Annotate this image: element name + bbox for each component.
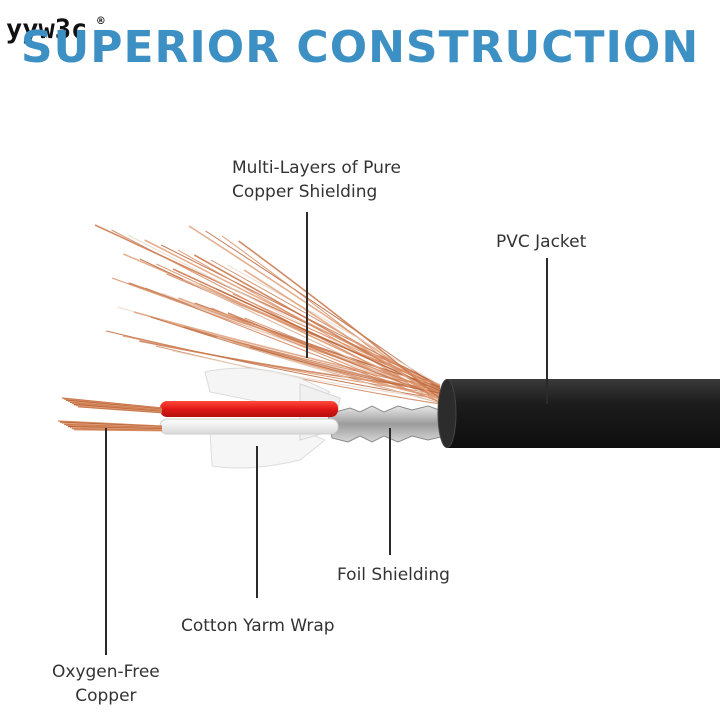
shielding-strand	[232, 293, 441, 387]
copper-filament	[69, 401, 163, 411]
leader-lines	[105, 212, 548, 655]
foil-shielding	[327, 405, 446, 443]
copper-filament	[67, 425, 163, 430]
label-oxygen-free-copper: Oxygen-Free Copper	[52, 662, 160, 706]
copper-filament	[67, 400, 163, 411]
shielding-strand	[244, 317, 441, 393]
shielding-strand	[199, 283, 441, 397]
white-conductor	[159, 418, 339, 435]
copper-filament	[65, 424, 163, 429]
pvc-jacket	[439, 379, 720, 448]
shielding-strand	[238, 240, 441, 400]
page-title: SUPERIOR CONSTRUCTION	[20, 22, 700, 73]
copper-filament	[71, 402, 163, 412]
copper-shielding-strands	[94, 224, 441, 405]
label-copper-shielding: Multi-Layers of Pure Copper Shielding	[232, 158, 401, 202]
copper-filament	[69, 427, 163, 431]
label-pvc-jacket: PVC Jacket	[496, 232, 587, 252]
copper-filament	[73, 404, 163, 413]
copper-filament	[63, 423, 163, 429]
copper-filament	[75, 405, 163, 413]
shielding-strand	[221, 235, 441, 405]
brand-logo: yyw3c ®	[6, 14, 105, 45]
copper-filament	[61, 397, 163, 409]
shielding-strand	[94, 224, 441, 386]
copper-filament	[77, 406, 163, 414]
shielding-strand	[243, 269, 441, 401]
shielding-strand	[249, 346, 441, 394]
brand-name: yyw3c	[6, 14, 88, 45]
copper-filament	[73, 429, 163, 432]
copper-filament	[71, 428, 163, 431]
shielding-strand	[227, 264, 441, 386]
copper-filament	[63, 398, 163, 410]
registered-mark: ®	[97, 14, 105, 28]
copper-filament	[65, 399, 163, 410]
copper-filament	[57, 420, 163, 427]
shielding-strand	[155, 345, 441, 405]
label-foil-shielding: Foil Shielding	[337, 565, 450, 585]
oxygen-free-copper	[57, 397, 163, 432]
shielding-strand	[127, 234, 441, 396]
copper-filament	[59, 421, 163, 428]
shielding-strand	[205, 230, 441, 390]
jacket-end	[437, 379, 457, 448]
cotton-yarn-wrap	[204, 367, 341, 469]
red-conductor	[160, 401, 338, 417]
copper-filament	[61, 422, 163, 428]
shielding-strand	[216, 288, 441, 392]
label-cotton-yarn-wrap: Cotton Yarm Wrap	[181, 616, 335, 636]
